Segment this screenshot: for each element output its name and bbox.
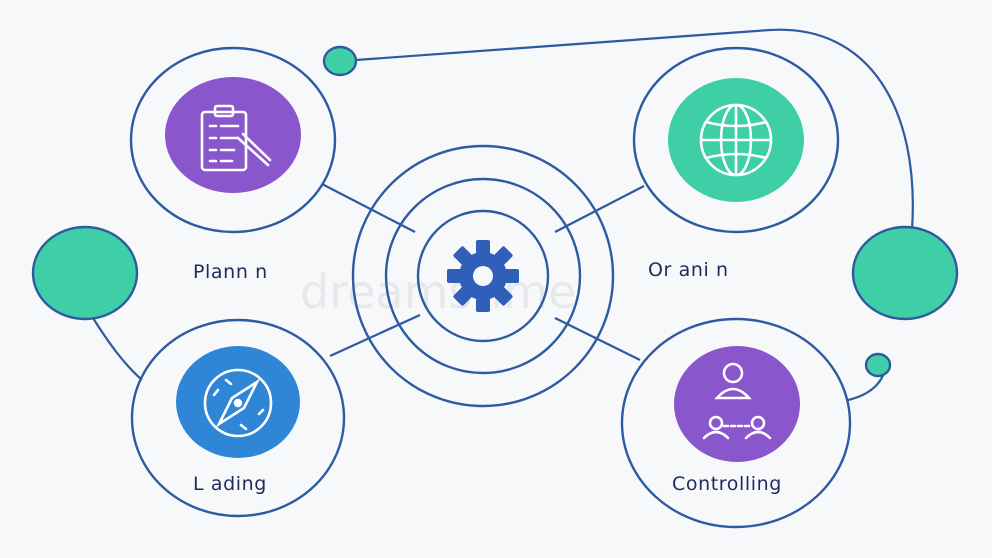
controlling-disc (674, 346, 800, 462)
watermark: dreamstime (300, 265, 576, 319)
hub-ring-middle (384, 177, 582, 375)
teal-dot-top (322, 45, 358, 77)
compass-icon (203, 368, 273, 438)
planning-disc (165, 77, 301, 193)
hub-ring-inner (416, 209, 550, 343)
leading-label: L ading (193, 473, 267, 495)
controlling-label: Controlling (672, 473, 782, 495)
connector-planning (321, 183, 416, 233)
node-leading: L ading (130, 318, 346, 518)
planning-label: Plann n (193, 261, 268, 283)
people-network-icon (702, 362, 772, 440)
globe-icon (699, 103, 773, 177)
hub-ring-outer (351, 144, 615, 408)
node-controlling: Controlling (620, 317, 852, 529)
teal-bubble-left (31, 225, 139, 321)
gear-icon (447, 240, 519, 312)
organizing-ring (632, 46, 840, 234)
clipboard-checklist-icon (200, 104, 272, 172)
connector-leading (329, 313, 421, 358)
organizing-label: Or ani n (648, 259, 729, 281)
leading-ring (130, 318, 346, 518)
controlling-ring (620, 317, 852, 529)
connector-organizing (554, 185, 645, 233)
teal-bubble-right (851, 225, 959, 321)
left-arc-connector (92, 317, 143, 381)
decorative-dots (31, 45, 959, 378)
node-planning: Plann n (129, 46, 337, 283)
top-arc-connector (355, 28, 914, 231)
center-hub (351, 144, 615, 408)
planning-ring (129, 46, 337, 234)
teal-dot-right (864, 352, 892, 378)
node-organizing: Or ani n (632, 46, 840, 281)
